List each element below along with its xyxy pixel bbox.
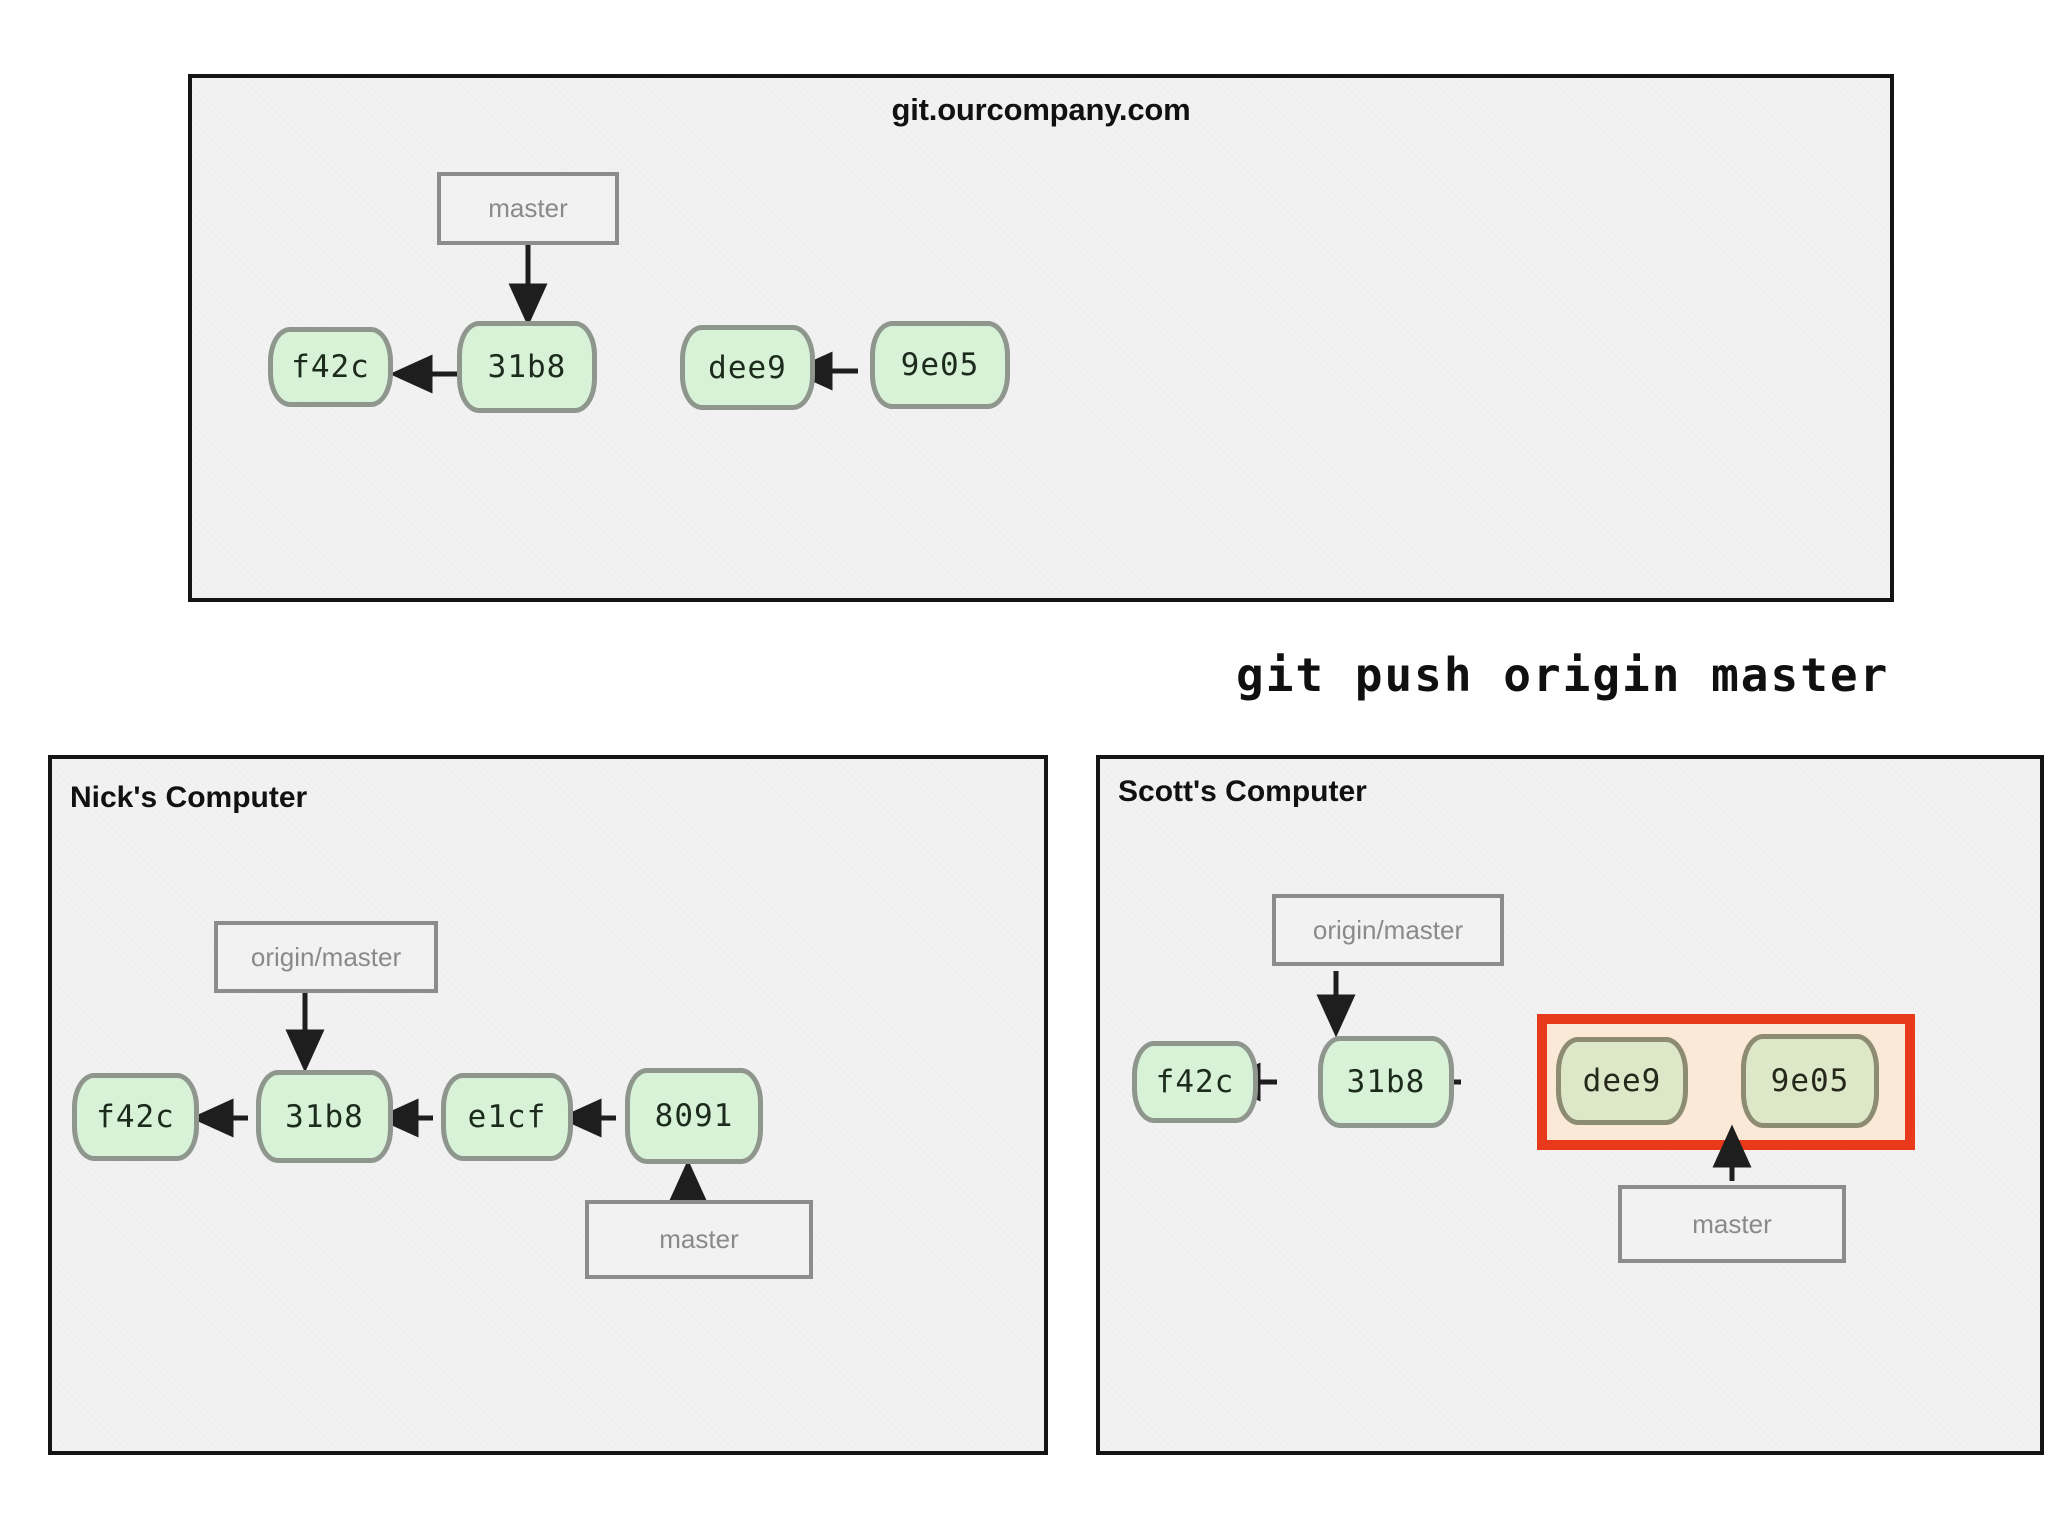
commit-id: 31b8 [1346, 1064, 1426, 1100]
commit-id: dee9 [1582, 1063, 1662, 1099]
server-commit-9e05[interactable]: 9e05 [870, 321, 1010, 409]
branch-label-text: master [659, 1224, 739, 1254]
panel-server [188, 74, 1894, 602]
nick-commit-31b8[interactable]: 31b8 [256, 1070, 393, 1163]
server-panel-title: git.ourcompany.com [891, 92, 1191, 127]
push-command-caption: git push origin master [1236, 648, 1890, 702]
commit-id: 31b8 [487, 349, 567, 385]
commit-id: f42c [291, 349, 370, 385]
scott-commit-31b8[interactable]: 31b8 [1318, 1036, 1454, 1128]
nick-branch-origin-master[interactable]: origin/master [214, 921, 438, 993]
scott-branch-master[interactable]: master [1618, 1185, 1846, 1263]
commit-id: 8091 [654, 1098, 734, 1134]
server-commit-31b8[interactable]: 31b8 [457, 321, 597, 413]
scott-commit-9e05[interactable]: 9e05 [1741, 1034, 1879, 1128]
nick-panel-title: Nick's Computer [70, 781, 308, 814]
scott-commit-dee9[interactable]: dee9 [1556, 1037, 1688, 1125]
nick-commit-8091[interactable]: 8091 [625, 1068, 763, 1164]
commit-id: 9e05 [1770, 1063, 1850, 1099]
commit-id: 31b8 [285, 1098, 364, 1135]
scott-panel-title: Scott's Computer [1118, 775, 1367, 808]
commit-id: e1cf [467, 1099, 547, 1135]
nick-commit-f42c[interactable]: f42c [72, 1073, 199, 1161]
scott-branch-origin-master[interactable]: origin/master [1272, 894, 1504, 966]
commit-id: f42c [96, 1099, 175, 1135]
server-branch-master[interactable]: master [437, 172, 619, 245]
server-commit-dee9[interactable]: dee9 [680, 325, 815, 410]
branch-label-text: master [1692, 1208, 1772, 1239]
branch-label-text: origin/master [1312, 914, 1464, 945]
nick-commit-e1cf[interactable]: e1cf [441, 1073, 573, 1161]
branch-label-text: master [488, 193, 568, 223]
commit-id: 9e05 [900, 347, 980, 383]
commit-id: dee9 [708, 349, 787, 386]
scott-commit-f42c[interactable]: f42c [1132, 1041, 1258, 1123]
nick-branch-master[interactable]: master [585, 1200, 813, 1279]
server-commit-f42c[interactable]: f42c [268, 327, 393, 407]
commit-id: f42c [1155, 1064, 1235, 1100]
branch-label-text: origin/master [250, 941, 402, 972]
